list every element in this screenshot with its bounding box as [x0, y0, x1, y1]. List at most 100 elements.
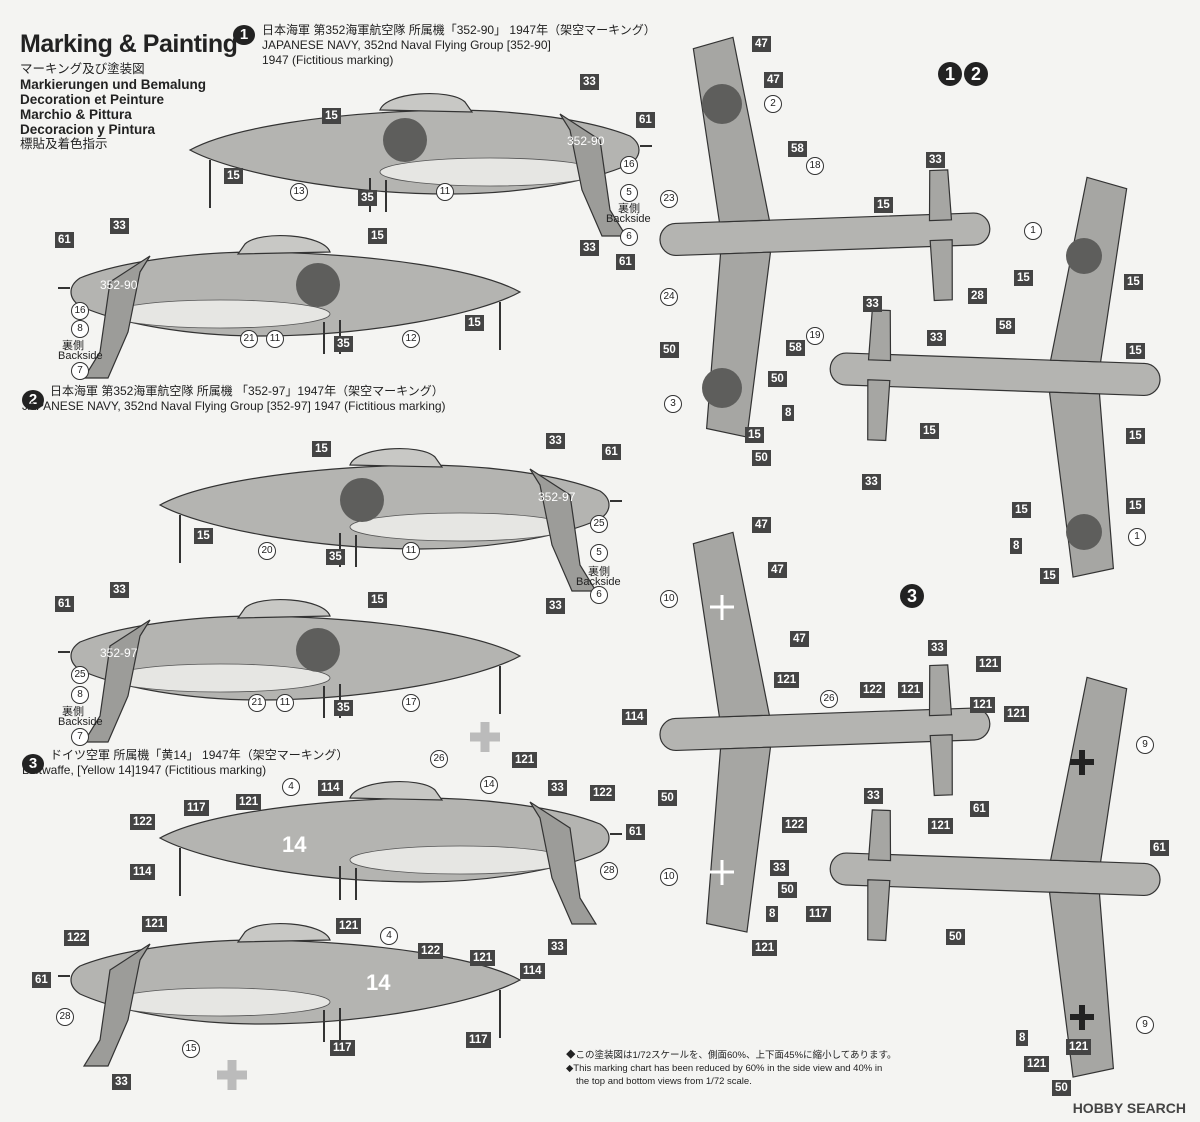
callout-circle: 6	[590, 586, 608, 604]
callout-box: 15	[312, 441, 331, 457]
callout-box: 50	[658, 790, 677, 806]
callout-box: 35	[358, 190, 377, 206]
callout-box: 15	[368, 592, 387, 608]
callout-box: 61	[32, 972, 51, 988]
footnote-jp: ◆この塗装図は1/72スケールを、側面60%、上下面45%に縮小してあります。	[566, 1050, 897, 1061]
callout-box: 121	[1004, 706, 1030, 722]
callout-box: 15	[224, 168, 243, 184]
callout-box: 15	[368, 228, 387, 244]
callout-box: 121	[752, 940, 778, 956]
callout-box: 35	[326, 549, 345, 565]
callout-box: 15	[1040, 568, 1059, 584]
callout-box: 122	[590, 785, 616, 801]
callout-box: 61	[55, 232, 74, 248]
callout-box: 47	[790, 631, 809, 647]
callout-box: 33	[548, 939, 567, 955]
callout-box: 122	[860, 682, 886, 698]
callout-box: 61	[616, 254, 635, 270]
callout-circle: 2	[764, 95, 782, 113]
backside-label-3-en: Backside	[576, 576, 621, 588]
callout-circle: 28	[600, 862, 618, 880]
callout-box: 50	[768, 371, 787, 387]
callout-box: 15	[745, 427, 764, 443]
callout-box: 33	[928, 640, 947, 656]
callout-box: 33	[112, 1074, 131, 1090]
callout-circle: 25	[71, 666, 89, 684]
callout-box: 61	[1150, 840, 1169, 856]
callout-box: 121	[1024, 1056, 1050, 1072]
code-352-90-b: 352-90	[100, 278, 138, 292]
scheme-3-number: 3	[22, 754, 44, 774]
callout-circle: 26	[430, 750, 448, 768]
scheme-2-number: 2	[22, 390, 44, 410]
subtitle-5: Decoracion y Pintura	[20, 122, 156, 137]
callout-box: 50	[752, 450, 771, 466]
callout-box: 15	[874, 197, 893, 213]
callout-box: 114	[520, 963, 545, 979]
callout-circle: 12	[402, 330, 420, 348]
callout-box: 117	[330, 1040, 355, 1056]
callout-box: 122	[64, 930, 90, 946]
callout-circle: 19	[806, 327, 824, 345]
callout-box: 121	[512, 752, 538, 768]
watermark: HOBBY SEARCH	[1072, 1100, 1186, 1116]
callout-box: 47	[752, 517, 771, 533]
callout-box: 121	[336, 918, 362, 934]
callout-box: 58	[996, 318, 1015, 334]
callout-box: 35	[334, 336, 353, 352]
callout-box: 33	[546, 598, 565, 614]
callout-box: 33	[580, 74, 599, 90]
scheme-2-caption-jp: 日本海軍 第352海軍航空隊 所属機 「352-97」1947年（架空マーキング…	[50, 384, 444, 398]
page-title: Marking & Painting	[20, 30, 238, 58]
footnote-en-2: the top and bottom views from 1/72 scale…	[576, 1076, 752, 1087]
callout-box: 15	[322, 108, 341, 124]
callout-box: 33	[927, 330, 946, 346]
subtitle-2: Markierungen und Bemalung	[20, 77, 207, 92]
backside-label-4: 裏側	[62, 706, 84, 718]
callout-circle: 11	[436, 183, 454, 201]
callout-box: 33	[863, 296, 882, 312]
callout-circle: 18	[806, 157, 824, 175]
footnote-en-1: ◆This marking chart has been reduced by …	[566, 1063, 883, 1074]
callout-box: 15	[1126, 428, 1145, 444]
callout-box: 122	[782, 817, 808, 833]
callout-box: 33	[110, 582, 129, 598]
callout-box: 47	[764, 72, 783, 88]
callout-circle: 17	[402, 694, 420, 712]
callout-box: 61	[602, 444, 621, 460]
backside-label-1: 裏側	[618, 203, 640, 215]
backside-label-3: 裏側	[588, 566, 610, 578]
scheme-1-number: 1	[233, 25, 255, 45]
callout-box: 117	[466, 1032, 491, 1048]
callout-box: 61	[636, 112, 655, 128]
callout-circle: 16	[71, 302, 89, 320]
code-14-a: 14	[282, 832, 307, 857]
callout-box: 122	[130, 814, 156, 830]
callout-box: 8	[782, 405, 795, 421]
backside-label-1-en: Backside	[606, 213, 651, 225]
callout-circle: 21	[248, 694, 266, 712]
callout-circle: 7	[71, 728, 89, 746]
callout-box: 33	[580, 240, 599, 256]
callout-box: 121	[1066, 1039, 1092, 1055]
group-label-3: 3	[900, 578, 926, 609]
callout-box: 121	[142, 916, 168, 932]
callout-box: 33	[862, 474, 881, 490]
scheme-1-caption-jp: 日本海軍 第352海軍航空隊 所属機「352-90」 1947年（架空マーキング…	[262, 23, 656, 37]
callout-box: 15	[1124, 274, 1143, 290]
callout-box: 15	[1012, 502, 1031, 518]
callout-box: 121	[236, 794, 262, 810]
callout-circle: 20	[258, 542, 276, 560]
scheme-2-caption-en: JAPANESE NAVY, 352nd Naval Flying Group …	[22, 399, 446, 413]
callout-circle: 11	[276, 694, 294, 712]
callout-circle: 26	[820, 690, 838, 708]
callout-circle: 8	[71, 320, 89, 338]
callout-circle: 5	[620, 184, 638, 202]
callout-box: 50	[660, 342, 679, 358]
callout-circle: 1	[1128, 528, 1146, 546]
callout-box: 33	[546, 433, 565, 449]
callout-circle: 5	[590, 544, 608, 562]
callout-box: 15	[194, 528, 213, 544]
callout-box: 50	[946, 929, 965, 945]
callout-box: 33	[548, 780, 567, 796]
